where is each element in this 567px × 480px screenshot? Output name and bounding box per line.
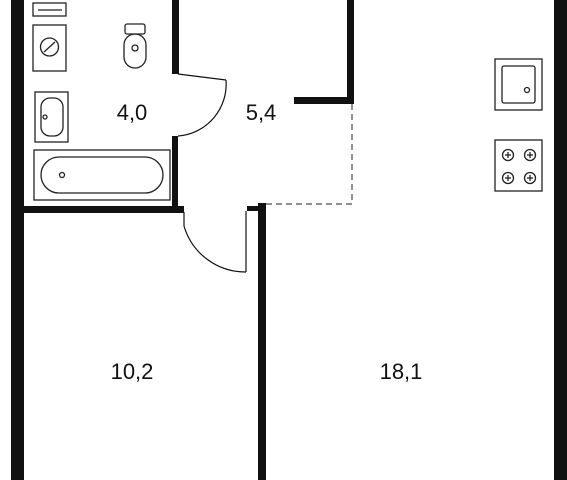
bedroom-area-label: 10,2	[111, 359, 154, 384]
kitchen-wall-left	[258, 203, 266, 480]
kitchen-sink-icon	[494, 58, 543, 111]
hallway-area-label: 5,4	[246, 100, 277, 125]
outer-wall-right	[554, 0, 567, 480]
bathroom-door-swing	[177, 79, 227, 137]
bathroom-wall-lower	[172, 136, 178, 212]
kitchen-zone-boundary	[266, 104, 353, 205]
bathroom-door-leaf	[177, 73, 227, 81]
bathtub-icon	[33, 149, 171, 201]
hallway-wall-right	[347, 0, 354, 104]
kitchen-living-area-label: 18,1	[380, 359, 423, 384]
hall-door-jamb	[247, 206, 259, 211]
walls	[11, 0, 567, 480]
zone-dashed-line	[266, 104, 353, 205]
room-labels: 4,0 5,4 10,2 18,1	[111, 100, 423, 384]
bedroom-door-swing	[183, 225, 247, 273]
bathroom-wall-upper	[172, 0, 179, 74]
bathroom-area-label: 4,0	[117, 100, 148, 125]
bedroom-top-wall	[24, 206, 184, 213]
counter-icon	[32, 2, 67, 17]
doors	[177, 73, 247, 273]
kitchen-fixtures	[494, 58, 543, 192]
washing-machine-icon	[32, 24, 67, 72]
toilet-icon	[123, 23, 147, 69]
outer-wall-left	[11, 0, 24, 480]
bathroom-fixtures	[32, 2, 171, 201]
stove-icon	[494, 139, 543, 192]
hallway-wall-stub	[294, 97, 352, 104]
sink-icon	[34, 91, 69, 143]
